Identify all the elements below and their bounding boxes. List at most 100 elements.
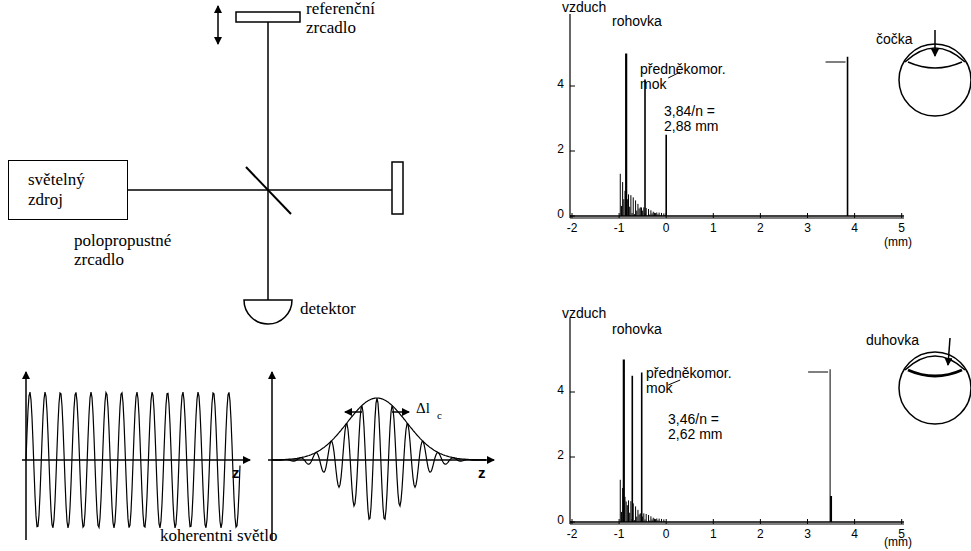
- subscript: c: [437, 409, 447, 421]
- tick-label: 2: [548, 143, 564, 156]
- tick-label: 3: [798, 222, 818, 235]
- plot-stroke: [656, 213, 657, 216]
- plot-stroke: [665, 135, 667, 216]
- axis-label: z: [478, 465, 492, 482]
- peak-label: duhovka: [866, 333, 926, 348]
- plot-stroke: [639, 208, 640, 216]
- region-label: předněkomor. mok: [646, 366, 736, 397]
- dimension: 3,84/n = 2,88 mm: [664, 104, 738, 135]
- plot-stroke: [642, 211, 643, 216]
- plot-stroke: [630, 501, 631, 522]
- plot-stroke: [635, 200, 636, 216]
- plot-stroke: [661, 519, 662, 522]
- tick-label: 0: [656, 528, 676, 541]
- plot-stroke: [570, 392, 575, 393]
- tick-label: 5: [892, 222, 912, 235]
- axis-label: z: [232, 465, 246, 482]
- box-label: světelný zdroj: [28, 170, 108, 209]
- plot-stroke: [653, 212, 654, 216]
- plot-stroke: [622, 182, 623, 216]
- tick-label: 0: [656, 222, 676, 235]
- tick-label: 1: [703, 222, 723, 235]
- tick-label: 1: [703, 528, 723, 541]
- tick-label: -1: [609, 528, 629, 541]
- coherence-length: Δl: [416, 400, 440, 417]
- tick-label: 4: [845, 222, 865, 235]
- tick-label: 2: [750, 222, 770, 235]
- tick-label: -1: [609, 222, 629, 235]
- plot-stroke: [623, 360, 625, 523]
- plot-stroke: [650, 210, 651, 216]
- plot-stroke: [650, 516, 651, 522]
- plot-stroke: [634, 520, 635, 522]
- plot-stroke: [647, 215, 648, 216]
- plot-stroke: [847, 57, 849, 216]
- source-box: světelný zdroj: [8, 160, 128, 220]
- peak-label: rohovka: [612, 14, 682, 29]
- plot-stroke: [620, 480, 621, 522]
- a-scan-plots: [570, 14, 904, 524]
- plot-stroke: [629, 513, 630, 522]
- plot-stroke: [652, 213, 653, 216]
- tick-label: 2: [548, 449, 564, 462]
- eye-icons: [899, 30, 971, 424]
- axis-unit: (mm): [884, 236, 924, 249]
- tick-label: 4: [548, 384, 564, 397]
- mirror-label: referenční zrcadlo: [306, 0, 396, 37]
- plot-stroke: [646, 208, 647, 216]
- plot-stroke: [637, 204, 638, 216]
- plot-stroke: [628, 500, 629, 522]
- tick-label: -2: [562, 222, 582, 235]
- plot-stroke: [631, 376, 633, 522]
- plot-stroke: [630, 195, 631, 216]
- plot-stroke: [570, 217, 904, 218]
- plot-stroke: [570, 523, 904, 524]
- tick-label: 0: [548, 514, 564, 527]
- plot-stroke: [570, 457, 575, 458]
- plot-stroke: [569, 318, 570, 524]
- plot-stroke: [632, 213, 633, 216]
- plot-stroke: [628, 194, 629, 216]
- axis-unit: (mm): [884, 536, 924, 549]
- plot-stroke: [648, 515, 649, 522]
- plot-stroke: [625, 54, 627, 217]
- plot-stroke: [620, 174, 621, 216]
- tick-label: -2: [562, 528, 582, 541]
- plot-stroke: [662, 521, 663, 522]
- plot-stroke: [570, 151, 575, 152]
- plot-stroke: [641, 373, 643, 523]
- plot-stroke: [665, 215, 666, 217]
- plot-stroke: [621, 206, 622, 216]
- plot-stroke: [654, 213, 655, 216]
- plot-stroke: [663, 519, 664, 522]
- plot-stroke: [629, 207, 630, 216]
- plot-stroke: [643, 513, 644, 522]
- plot-stroke: [665, 521, 666, 523]
- tick-label: 3: [798, 528, 818, 541]
- plot-stroke: [635, 506, 636, 522]
- plot-stroke: [656, 519, 657, 522]
- detector-label: detektor: [300, 300, 390, 319]
- plot-stroke: [636, 211, 637, 216]
- plot-stroke: [641, 207, 642, 216]
- plot-stroke: [655, 213, 656, 216]
- plot-stroke: [643, 207, 644, 216]
- splitter-label: polopropustné zrcadlo: [74, 232, 204, 269]
- plot-stroke: [637, 510, 638, 522]
- plot-stroke: [646, 514, 647, 522]
- tick-label: 4: [845, 528, 865, 541]
- plot-stroke: [645, 519, 646, 522]
- plot-stroke: [621, 512, 622, 522]
- plot-stroke: [634, 214, 635, 216]
- plot-stroke: [662, 215, 663, 216]
- plot-stroke: [652, 519, 653, 522]
- plot-stroke: [639, 514, 640, 522]
- coherence-plots: [22, 372, 494, 540]
- plot-stroke: [663, 213, 664, 216]
- plot-stroke: [659, 519, 660, 522]
- plot-stroke: [623, 199, 624, 216]
- plot-stroke: [633, 197, 634, 216]
- plot-stroke: [626, 502, 627, 522]
- interferometer: [128, 6, 403, 324]
- plot-stroke: [657, 214, 658, 216]
